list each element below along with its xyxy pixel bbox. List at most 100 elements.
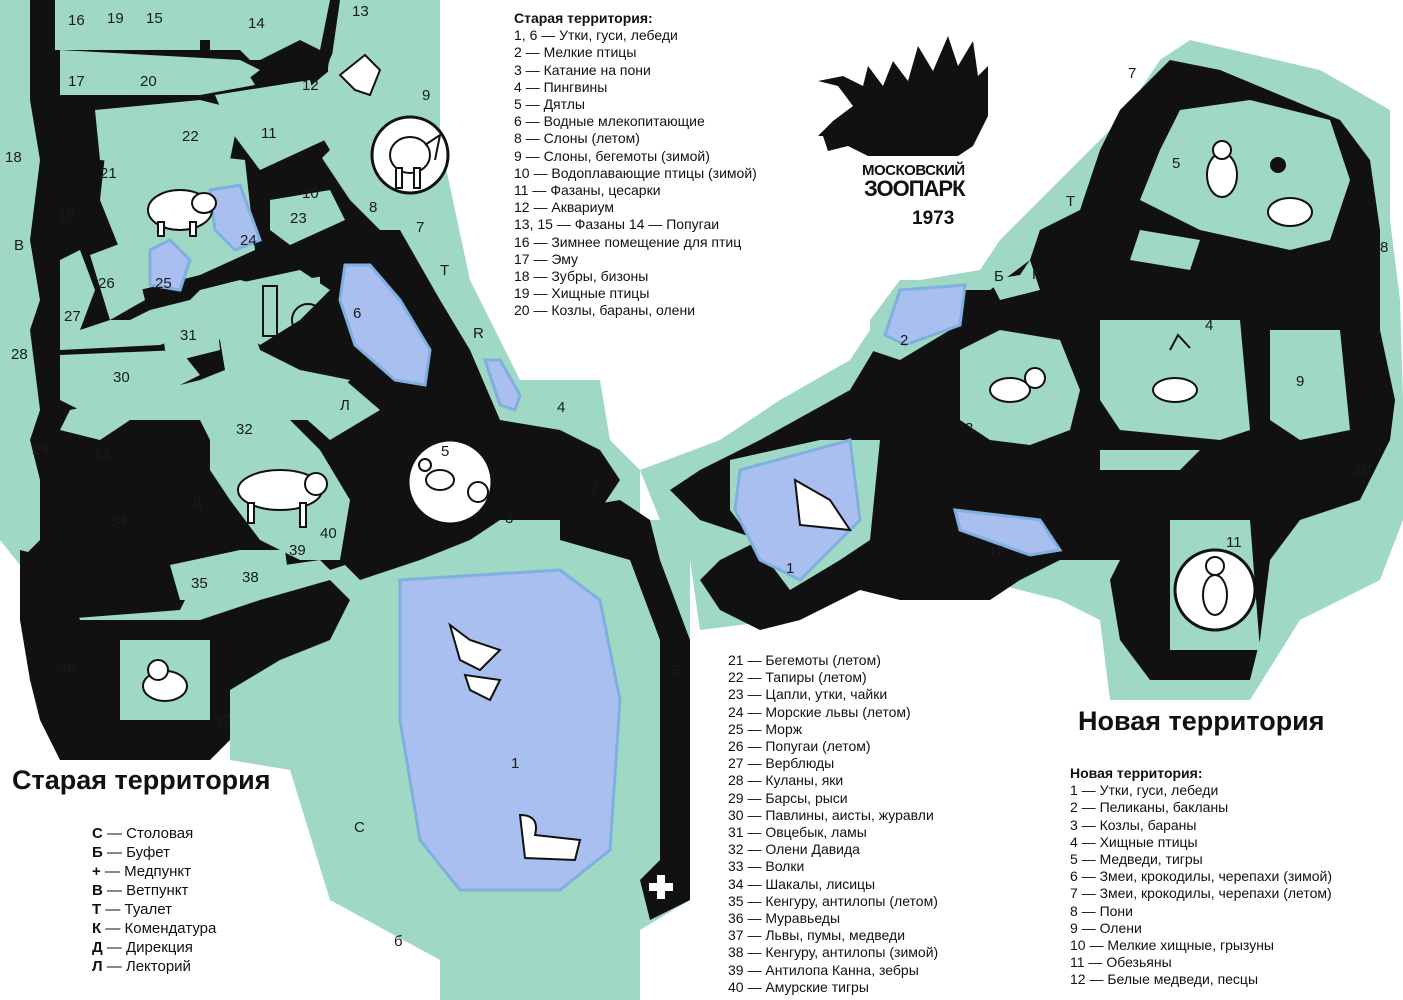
legend-symbol-text: — Буфет bbox=[102, 844, 171, 861]
legend-item: 24 — Морские львы (летом) bbox=[728, 703, 911, 720]
map-label: 39 bbox=[289, 542, 306, 559]
map-label: 10 bbox=[302, 185, 319, 202]
legend-symbol-row: Д — Дирекция bbox=[92, 938, 216, 957]
tiger-icon bbox=[237, 469, 328, 528]
map-label: С bbox=[354, 819, 365, 836]
legend-symbol-row: Л — Лекторий bbox=[92, 957, 216, 976]
old-territory-enclosures bbox=[0, 5, 380, 720]
legend-symbol-text: — Лекторий bbox=[102, 958, 191, 975]
legend-item: 19 — Хищные птицы bbox=[514, 285, 650, 302]
legend-symbol: Б bbox=[92, 844, 103, 861]
map-label: В bbox=[14, 237, 24, 254]
legend-old-bottom: 21 — Бегемоты (летом) 22 — Тапиры (летом… bbox=[728, 652, 938, 996]
map-label: 26 bbox=[98, 275, 115, 292]
logo-year: 1973 bbox=[912, 208, 955, 229]
map-label: 18 bbox=[5, 149, 22, 166]
map-label: 1 bbox=[786, 560, 794, 577]
legend-symbol-row: Б — Буфет bbox=[92, 843, 216, 862]
legend-item: 9 — Слоны, бегемоты (зимой) bbox=[514, 147, 710, 164]
map-label: Б bbox=[672, 662, 682, 679]
map-label: 32 bbox=[236, 421, 253, 438]
legend-item: 3 — Козлы, бараны bbox=[1070, 816, 1197, 833]
map-label: 25 bbox=[155, 275, 172, 292]
legend-symbol-row: + — Медпункт bbox=[92, 862, 216, 881]
map-label: 38 bbox=[242, 569, 259, 586]
map-label: 22 bbox=[182, 128, 199, 145]
ladder-wheel-icon bbox=[262, 285, 325, 337]
legend-item: 29 — Барсы, рыси bbox=[728, 789, 848, 806]
fish-icon bbox=[338, 53, 382, 97]
legend-item: 22 — Тапиры (летом) bbox=[728, 669, 867, 686]
legend-heading: Новая территория: bbox=[1070, 765, 1203, 781]
ram-icon bbox=[989, 367, 1046, 403]
map-label: 31 bbox=[180, 327, 197, 344]
elephant-icon bbox=[389, 132, 442, 189]
map-label: 33 bbox=[93, 446, 110, 463]
legend-symbol-text: — Дирекция bbox=[102, 939, 193, 956]
map-label: 19 bbox=[58, 207, 75, 224]
legend-item: 3 — Катание на пони bbox=[514, 61, 651, 78]
pony-icon bbox=[418, 458, 489, 503]
legend-item: 5 — Дятлы bbox=[514, 96, 585, 113]
legend-item: 6 — Водные млекопитающие bbox=[514, 113, 705, 130]
legend-item: 1, 6 — Утки, гуси, лебеди bbox=[514, 27, 678, 44]
map-label: Т bbox=[440, 262, 449, 279]
legend-item: 17 — Эму bbox=[514, 250, 579, 267]
legend-item: 1 — Утки, гуси, лебеди bbox=[1070, 782, 1219, 799]
legend-item: 11 — Обезьяны bbox=[1070, 954, 1172, 971]
legend-item: 2 — Пеликаны, бакланы bbox=[1070, 799, 1229, 816]
logo-line2: ЗООПАРК bbox=[864, 176, 966, 201]
map-label: 10 bbox=[1354, 461, 1371, 478]
legend-symbol-text: — Комендатура bbox=[101, 920, 217, 937]
legend-item: 33 — Волки bbox=[728, 858, 805, 875]
map-label: 16 bbox=[68, 12, 85, 29]
legend-item: 36 — Муравьеды bbox=[728, 910, 841, 927]
legend-item: 2 — Мелкие птицы bbox=[514, 44, 637, 61]
map-label: 15 bbox=[146, 10, 163, 27]
map-label: 4 bbox=[557, 399, 565, 416]
old-map-labels: 16 19 15 14 13 17 20 12 9 22 11 18 21 10… bbox=[5, 3, 682, 950]
monkey-icon bbox=[1202, 556, 1228, 616]
legend-item: 12 — Аквариум bbox=[514, 199, 614, 216]
legend-item: 4 — Пингвины bbox=[514, 78, 608, 95]
legend-symbol-text: — Медпункт bbox=[100, 863, 192, 880]
legend-item: 39 — Антилопа Канна, зебры bbox=[728, 961, 919, 978]
legend-symbol-text: — Туалет bbox=[101, 901, 172, 918]
map-label: 11 bbox=[261, 125, 277, 142]
map-label: 12 bbox=[302, 77, 319, 94]
hippo-icon bbox=[147, 189, 217, 237]
legend-heading: Старая территория: bbox=[514, 10, 653, 26]
legend-item: 18 — Зубры, бизоны bbox=[514, 268, 649, 285]
deer-icon bbox=[1152, 333, 1198, 403]
map-label: 12 bbox=[988, 543, 1005, 560]
first-aid-cross-horizontal-icon bbox=[649, 883, 673, 891]
legend-item: 8 — Слоны (летом) bbox=[514, 130, 640, 147]
legend-item: 34 — Шакалы, лисицы bbox=[728, 875, 876, 892]
legend-item: 21 — Бегемоты (летом) bbox=[728, 652, 881, 668]
legend-item: 26 — Попугаи (летом) bbox=[728, 738, 871, 755]
legend-item: 13, 15 — Фазаны 14 — Попугаи bbox=[514, 216, 720, 233]
map-label: 6 bbox=[353, 305, 361, 322]
map-label: 36 bbox=[59, 660, 76, 677]
legend-item: 37 — Львы, пумы, медведи bbox=[728, 927, 906, 944]
map-label: 2 bbox=[590, 480, 598, 497]
legend-symbol: К bbox=[92, 920, 102, 937]
legend-item: 5 — Медведи, тигры bbox=[1070, 851, 1203, 868]
legend-item: 30 — Павлины, аисты, журавли bbox=[728, 806, 934, 823]
legend-item: 9 — Олени bbox=[1070, 919, 1142, 936]
legend-symbol: С bbox=[92, 825, 103, 842]
map-label: 5 bbox=[1172, 155, 1180, 172]
legend-item: 28 — Куланы, яки bbox=[728, 772, 844, 789]
map-label: 8 bbox=[1380, 239, 1388, 256]
map-label: 13 bbox=[352, 3, 369, 20]
legend-symbol: + bbox=[92, 863, 101, 880]
map-label: 4 bbox=[1205, 317, 1213, 334]
map-label: 14 bbox=[248, 15, 265, 32]
legend-item: 35 — Кенгуру, антилопы (летом) bbox=[728, 892, 938, 909]
legend-item: 12 — Белые медведи, песцы bbox=[1070, 971, 1259, 988]
black-dot bbox=[1270, 157, 1286, 173]
legend-symbol-row: Т — Туалет bbox=[92, 900, 216, 919]
map-label: Д bbox=[192, 494, 202, 511]
legend-item: 38 — Кенгуру, антилопы (зимой) bbox=[728, 944, 939, 961]
